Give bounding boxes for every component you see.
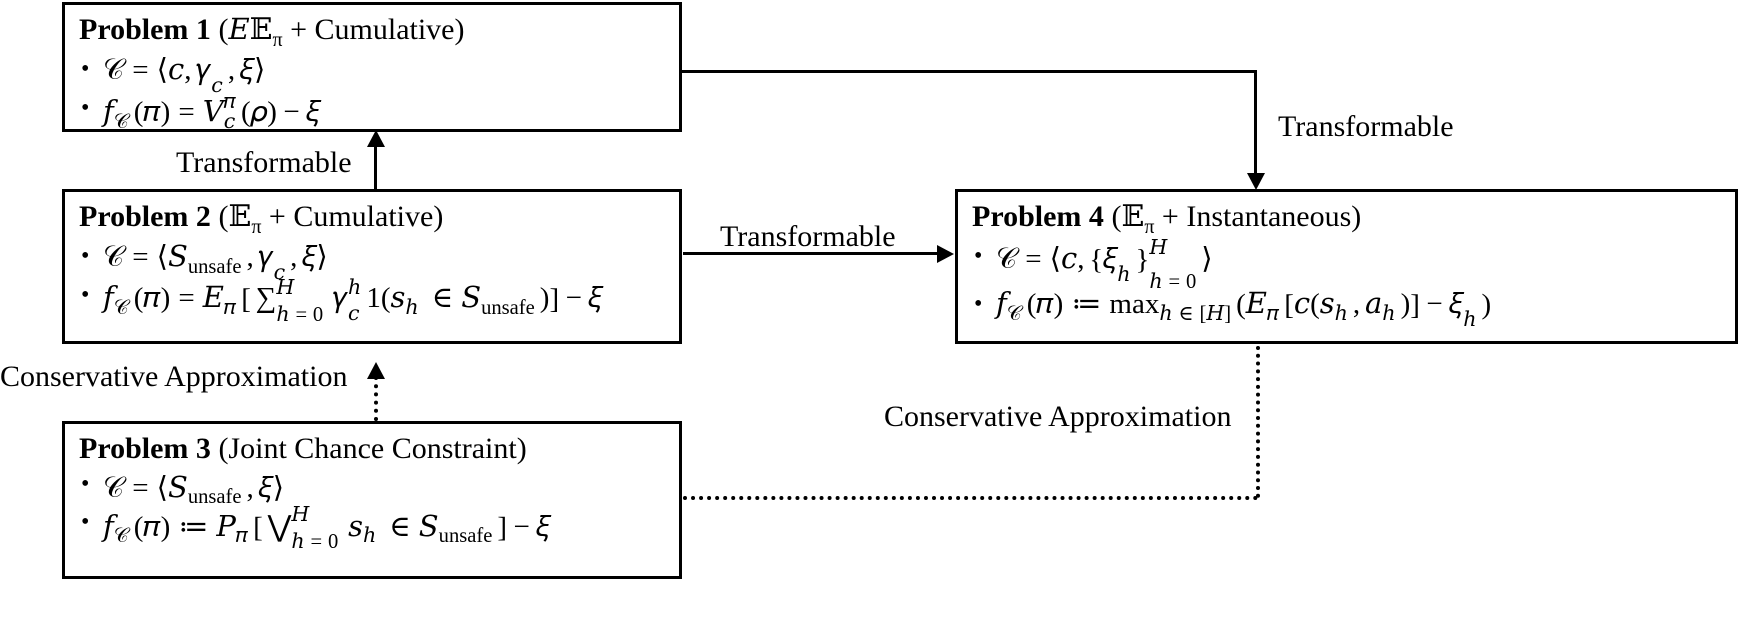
problem-1-name: Problem 1 [79, 13, 211, 46]
edge-p2-to-p1-arrowhead [367, 130, 385, 147]
edge-p3-to-p2-line [374, 376, 378, 421]
problem-2-bullet-2: f𝒞 (π) = Eπ [ ∑h=0H γch 1 (sh ∈ [79, 277, 665, 326]
problem-4-qualifier: (𝔼π + Instantaneous) [1103, 200, 1362, 238]
edge-p1-to-p4-vertical [1254, 70, 1257, 174]
edge-p3-to-p4-vertical [1256, 346, 1260, 498]
problem-1-bullet-2: f𝒞 (π) = Vcπ (ρ) −ξ [79, 91, 665, 133]
problem-4-bullets: 𝒞= ⟨ c, {ξh} h=0 H ⟩ f𝒞 [972, 237, 1721, 331]
problem-1-box[interactable]: Problem 1 (E⁡𝔼π + Cumulative) 𝒞= ⟨ c, γc… [62, 2, 682, 133]
problem-1-qualifier: (E⁡𝔼π + Cumulative) [210, 13, 465, 51]
edge-p2-to-p1-label: Transformable [176, 146, 352, 179]
edge-p2-to-p4-label: Transformable [720, 220, 896, 253]
problem-1-bullets: 𝒞= ⟨ c, γc, ξ ⟩ f𝒞 (π) = Vcπ [79, 53, 665, 133]
edge-p3-to-p4-horizontal [683, 496, 1258, 500]
edge-p2-to-p4-arrowhead [937, 245, 954, 263]
problem-3-qualifier: (Joint Chance Constraint) [210, 432, 527, 465]
edge-p3-to-p2-label: Conservative Approximation [0, 360, 348, 393]
problem-3-title: Problem 3 (Joint Chance Constraint) [79, 430, 665, 468]
problem-2-title: Problem 2 (𝔼π + Cumulative) [79, 198, 665, 240]
edge-p1-to-p4-label: Transformable [1278, 110, 1454, 143]
problem-3-box[interactable]: Problem 3 (Joint Chance Constraint) 𝒞= ⟨… [62, 421, 682, 579]
edge-p2-to-p1-line [374, 143, 377, 189]
edge-p3-to-p2-arrowhead [367, 362, 385, 379]
edge-p1-to-p4-arrowhead [1247, 173, 1265, 190]
problem-3-name: Problem 3 [79, 432, 211, 465]
problem-1-title: Problem 1 (E⁡𝔼π + Cumulative) [79, 11, 665, 53]
edge-p3-to-p4-label: Conservative Approximation [884, 400, 1232, 433]
problem-4-name: Problem 4 [972, 200, 1104, 233]
problem-4-bullet-1: 𝒞= ⟨ c, {ξh} h=0 H ⟩ [972, 237, 1721, 293]
problem-1-bullet-1: 𝒞= ⟨ c, γc, ξ ⟩ [79, 53, 665, 97]
problem-2-name: Problem 2 [79, 200, 211, 233]
problem-4-title: Problem 4 (𝔼π + Instantaneous) [972, 198, 1721, 240]
problem-2-qualifier: (𝔼π + Cumulative) [210, 200, 444, 238]
edge-p2-to-p4-line [683, 252, 938, 255]
problem-4-box[interactable]: Problem 4 (𝔼π + Instantaneous) 𝒞= ⟨ c, {… [955, 189, 1738, 344]
edge-p1-to-p4-horizontal [681, 70, 1257, 73]
problem-2-box[interactable]: Problem 2 (𝔼π + Cumulative) 𝒞= ⟨ Sunsafe… [62, 189, 682, 344]
